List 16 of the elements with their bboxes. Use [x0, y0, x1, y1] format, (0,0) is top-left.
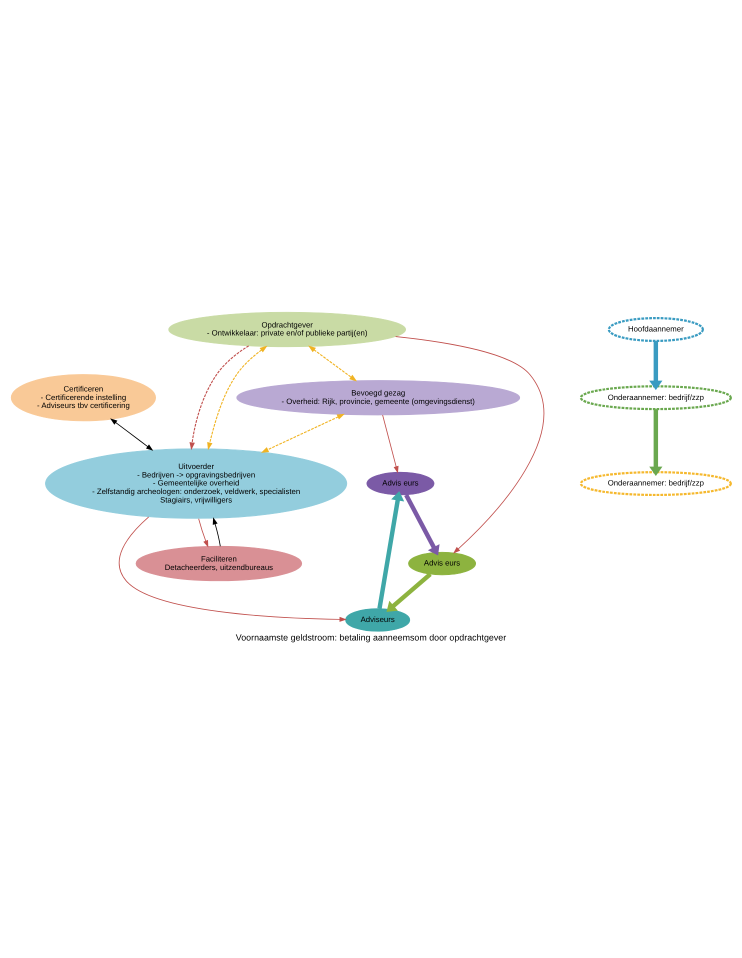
- caption: Voornaamste geldstroom: betaling aanneemsom door opdrachtgever: [236, 632, 506, 643]
- arrow: [382, 414, 399, 474]
- arrow: [212, 517, 221, 547]
- arrow: [386, 572, 432, 612]
- arrow: [260, 414, 345, 453]
- arrow: [377, 491, 404, 609]
- arrow: [189, 345, 249, 450]
- arrow: [649, 409, 662, 476]
- arrow: [207, 346, 268, 450]
- arrow: [649, 340, 662, 390]
- arrow: [110, 418, 154, 451]
- arrow: [308, 345, 358, 382]
- arrow: [198, 518, 208, 548]
- arrow: [118, 516, 347, 622]
- arrow: [404, 494, 440, 556]
- arrow: [395, 336, 544, 554]
